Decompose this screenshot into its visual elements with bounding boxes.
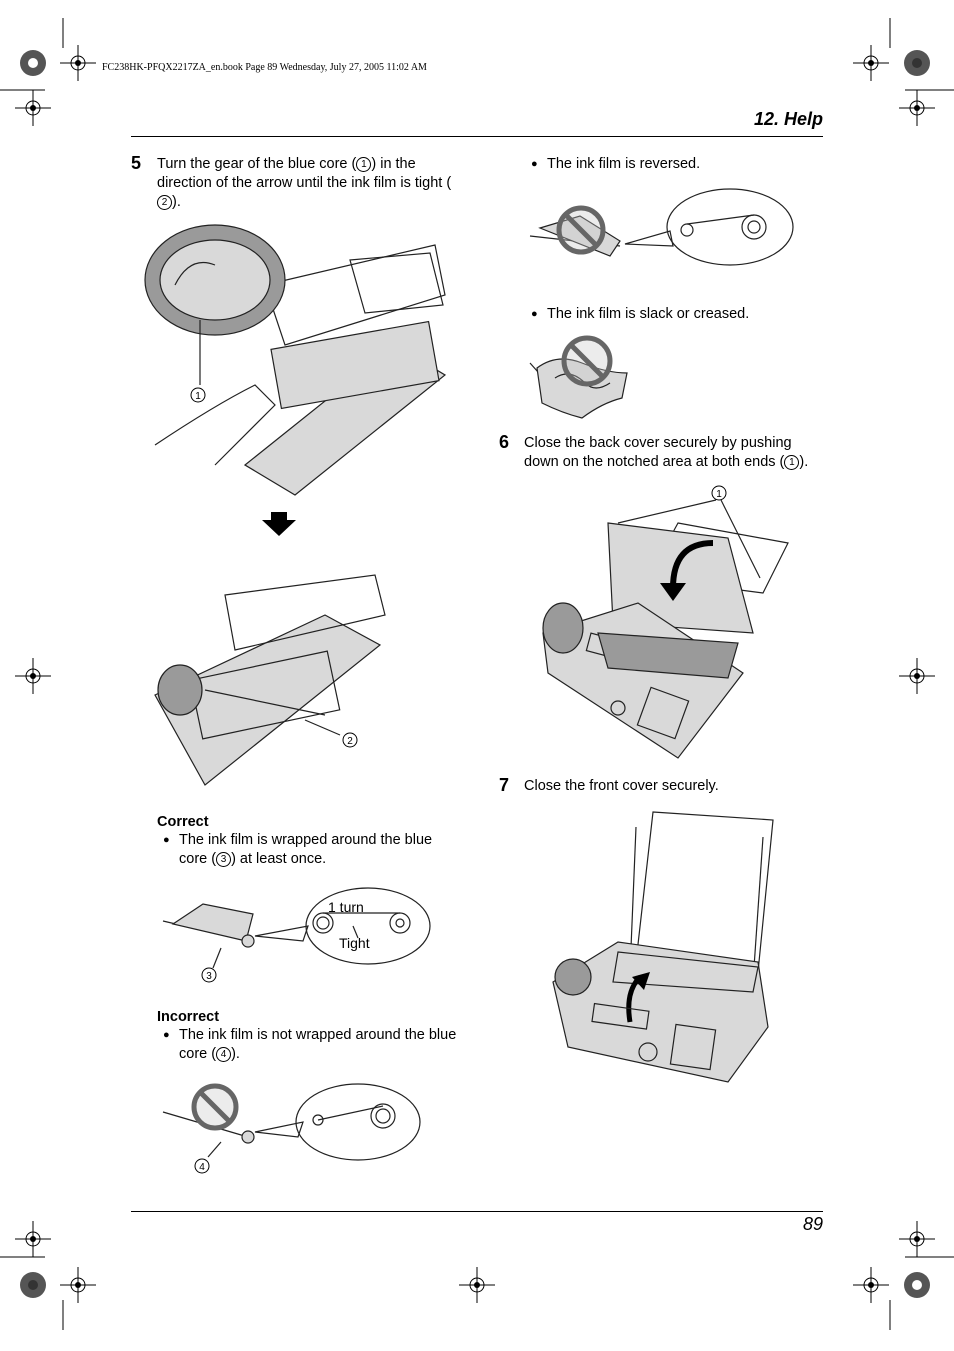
reversed-bullet-text: The ink film is reversed. [547,156,701,172]
correct-text-b: ) at least once. [231,851,327,867]
fax-film-tight-illustration: 2 [154,574,386,786]
slack-bullet-text: The ink film is slack or creased. [547,306,750,322]
callout-3: 3 [216,852,232,867]
correct-heading: Correct [157,814,209,830]
figure-callout-6-1: 1 [716,489,722,500]
starburst-mark-icon [20,50,930,1298]
bullet-icon: ● [531,158,538,170]
film-correct-diagram: 1 turn Tight 3 [162,887,431,983]
callout-2: 2 [157,195,172,210]
figure-callout-1: 1 [195,391,201,402]
step-6-text: Close the back cover securely by pushing… [524,434,829,472]
incorrect-bullet-text: The ink film is not wrapped around the b… [179,1026,459,1064]
correct-text-a: The ink film is wrapped around the blue … [179,832,433,867]
label-tight: Tight [339,935,370,951]
label-1-turn: 1 turn [328,899,364,915]
footer-rule [131,1211,823,1212]
header-rule [131,136,823,137]
incorrect-heading: Incorrect [157,1009,220,1025]
callout-1: 1 [784,455,800,470]
callout-1: 1 [356,157,372,172]
section-title: 12. Help [753,109,823,129]
fax-close-front-cover-illustration [552,811,774,1083]
step-6-text-b: ). [799,454,809,470]
figure-callout-2: 2 [347,736,353,747]
step-5-number: 5 [131,153,142,173]
step-5-text-c: ). [172,194,181,210]
step-5-text: Turn the gear of the blue core (1) in th… [157,155,462,212]
bullet-icon: ● [163,834,170,846]
correct-bullet-text: The ink film is wrapped around the blue … [179,831,459,869]
film-slack-diagram [529,335,628,419]
crosshair-registration-icon [15,45,935,1303]
step-7-number: 7 [499,775,510,795]
figure-callout-4: 4 [199,1162,205,1173]
page-number: 89 [802,1214,823,1234]
bullet-icon: ● [163,1029,170,1041]
fax-gear-turning-illustration: 1 [144,224,447,496]
step-7-text: Close the front cover securely. [524,778,719,794]
step-5-text-b: ) in the direction of the arrow until th… [157,156,452,191]
figure-callout-3: 3 [206,971,212,982]
step-6-text-a: Close the back cover securely by pushing… [524,435,792,470]
callout-4: 4 [216,1047,232,1062]
bullet-icon: ● [531,308,538,320]
print-header: FC238HK-PFQX2217ZA_en.book Page 89 Wedne… [102,62,427,73]
incorrect-text-a: The ink film is not wrapped around the b… [179,1027,457,1062]
film-incorrect-diagram: 4 [162,1083,421,1174]
fax-close-back-cover-illustration: 1 [542,485,789,759]
step-5-text-a: Turn the gear of the blue core ( [157,156,357,172]
down-arrow-icon [262,512,296,536]
incorrect-text-b: ). [231,1046,240,1062]
film-reversed-diagram [529,188,794,266]
step-6-number: 6 [499,432,510,452]
